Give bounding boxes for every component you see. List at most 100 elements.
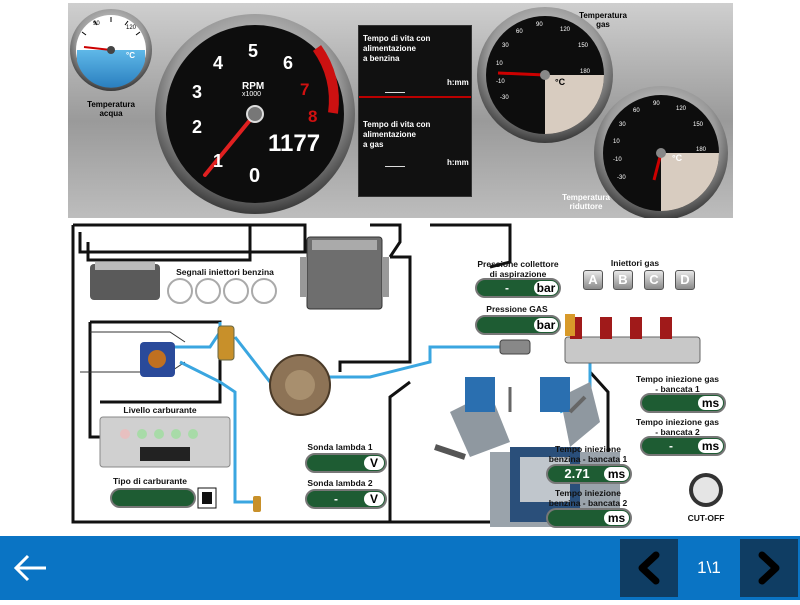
reducer-temp-tick-180: 180 (696, 147, 707, 153)
gas-temp-tick-m30: -30 (500, 95, 509, 101)
gas-pressure-display: bar (475, 315, 561, 335)
gas-pressure-value (477, 317, 537, 333)
previous-page-button[interactable] (620, 539, 678, 597)
gas-temp-title-line1: Temperatura (579, 11, 627, 20)
gas-temp-gauge (477, 7, 613, 143)
fuel-type-label: Tipo di carburante (113, 476, 187, 486)
reducer-temp-tick-m30: -30 (617, 175, 626, 181)
gas-temp-tick-10: 10 (496, 61, 503, 67)
dashboard-gauges-svg (70, 7, 728, 218)
water-temp-gauge (70, 9, 152, 91)
manifold-pressure-value: - (505, 281, 509, 295)
petrol-inj-bank2-display: ms (546, 508, 632, 528)
back-button[interactable] (0, 536, 64, 600)
gas-filter (217, 325, 235, 361)
reducer-temp-tick-m10: -10 (613, 157, 622, 163)
water-temp-unit: °C (126, 51, 135, 60)
gas-temp-unit: °C (555, 77, 566, 87)
rpm-number-5: 5 (248, 41, 259, 61)
gas-inj-bank1-label-line1: Tempo iniezione gas (636, 374, 719, 384)
wiring-svg (71, 223, 723, 527)
petrol-time-divider (359, 96, 471, 98)
lambda-connector (253, 496, 261, 512)
gas-time-label-line1: Tempo di vita con alimentazione (363, 120, 431, 139)
next-page-button[interactable] (740, 539, 798, 597)
gas-injectors-label: Iniettori gas (610, 258, 660, 268)
reducer-temp-tick-120: 120 (676, 106, 687, 112)
petrol-inj-bank2-unit: ms (604, 511, 629, 525)
gas-injector-b: B (613, 270, 633, 290)
reducer-temp-tick-10: 10 (613, 139, 620, 145)
petrol-inj-bank1-value: 2.71 (564, 466, 590, 481)
lambda2-display: - V (305, 489, 387, 509)
gas-inj-bank2-value: - (669, 439, 673, 453)
gas-injector-c: C (644, 270, 664, 290)
lambda1-value (307, 455, 365, 471)
rpm-gauge (155, 14, 355, 214)
system-diagram: Segnali iniettori benzina Pressione coll… (70, 222, 730, 528)
lambda2-label: Sonda lambda 2 (307, 478, 373, 488)
gas-injector-d: D (675, 270, 695, 290)
gas-inj-bank1-label: Tempo iniezione gas- bancata 1 (635, 374, 720, 394)
rpm-label: RPM (242, 81, 265, 92)
reducer-temp-title-line1: Temperatura (562, 193, 610, 202)
gas-temp-tick-m10: -10 (496, 79, 505, 85)
gas-temp-tick-150: 150 (578, 43, 589, 49)
lambda1-display: V (305, 453, 387, 473)
rpm-number-8: 8 (308, 107, 318, 126)
manifold-pressure-label-line2: di aspirazione (489, 269, 547, 279)
petrol-inj-bank1-unit: ms (604, 467, 629, 481)
gas-temp-tick-90: 90 (536, 22, 543, 28)
pressure-reducer (269, 354, 331, 416)
fuel-type-value (112, 490, 194, 506)
gas-inj-bank1-display: ms (640, 393, 726, 413)
gas-time-value-placeholder (385, 166, 405, 167)
chevron-left-icon (638, 551, 660, 585)
tank-valve (140, 342, 175, 377)
gas-injector-rail (564, 314, 701, 364)
rpm-number-7: 7 (300, 80, 310, 99)
gas-pressure-unit: bar (534, 318, 558, 332)
lambda1-label: Sonda lambda 1 (307, 442, 373, 452)
reducer-temp-tick-150: 150 (693, 122, 704, 128)
water-temp-title-line1: Temperatura (87, 100, 135, 109)
petrol-time-label-line2: a benzina (363, 54, 400, 63)
rpm-multiplier: x1000 (242, 91, 262, 98)
ecu-unit (300, 236, 389, 310)
petrol-inj-bank2-label-line1: Tempo iniezione (555, 488, 621, 498)
lambda2-unit: V (364, 492, 384, 506)
petrol-inj-bank2-value (548, 510, 606, 526)
gas-inj-bank1-value (642, 395, 700, 411)
rpm-number-4: 4 (213, 53, 224, 73)
petrol-injector-signals-label: Segnali iniettori benzina (176, 267, 274, 277)
gas-inj-bank1-label-line2: - bancata 1 (655, 384, 700, 394)
petrol-time-unit: h:mm (447, 78, 469, 87)
reducer-temp-tick-30: 30 (619, 122, 626, 128)
gas-pressure-sensor (499, 339, 531, 355)
bottom-navigation-bar: 1\1 (0, 536, 800, 600)
gas-inj-bank2-label: Tempo iniezione gas- bancata 2 (635, 417, 720, 437)
water-temp-tick-120: 120 (126, 25, 137, 31)
gas-inj-bank2-display: - ms (640, 436, 726, 456)
arrow-left-icon (13, 554, 46, 582)
fuel-type-display (110, 488, 196, 508)
gas-inj-bank2-label-line1: Tempo iniezione gas (636, 417, 719, 427)
manifold-pressure-display: - bar (475, 278, 561, 298)
lambda2-value: - (334, 492, 338, 506)
reducer-temp-unit: °C (672, 153, 683, 163)
gas-inj-bank1-unit: ms (698, 396, 723, 410)
petrol-injector-assembly (90, 262, 277, 304)
rpm-value: 1177 (268, 130, 321, 157)
rpm-number-1: 1 (213, 151, 224, 171)
lambda1-unit: V (364, 456, 384, 470)
water-temp-tick-90: 90 (93, 21, 100, 27)
